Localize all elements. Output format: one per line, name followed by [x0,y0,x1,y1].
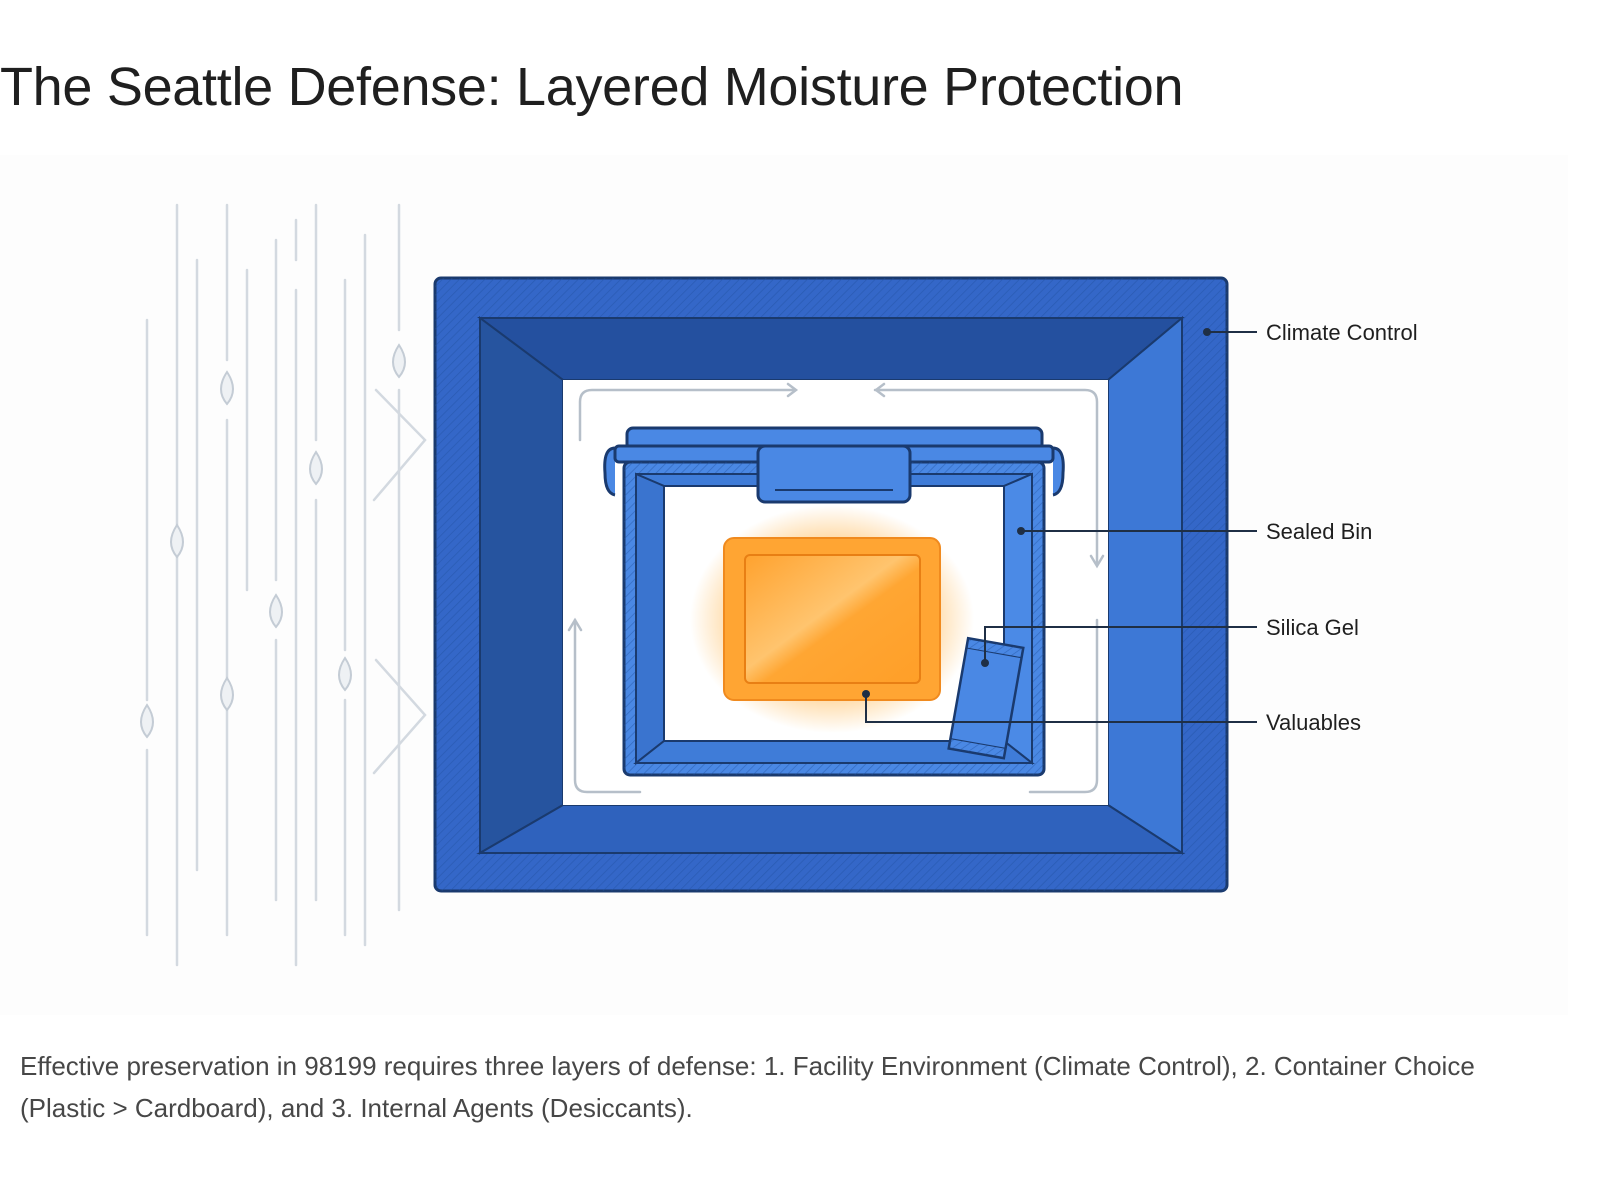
valuables-device [690,505,974,733]
airflow-arrows [567,382,1105,794]
label-valuables: Valuables [1266,710,1361,735]
diagram-caption: Effective preservation in 98199 requires… [20,1051,1475,1123]
page-title: The Seattle Defense: Layered Moisture Pr… [0,57,1184,117]
silica-gel-packet [947,636,1025,760]
label-sealed-bin: Sealed Bin [1266,519,1372,544]
raindrop-icons [140,343,406,739]
callout-dots [862,328,1211,698]
rain-icon [145,203,427,967]
label-climate-control: Climate Control [1266,320,1418,345]
label-silica-gel: Silica Gel [1266,615,1359,640]
callout-leaders [865,331,1257,723]
